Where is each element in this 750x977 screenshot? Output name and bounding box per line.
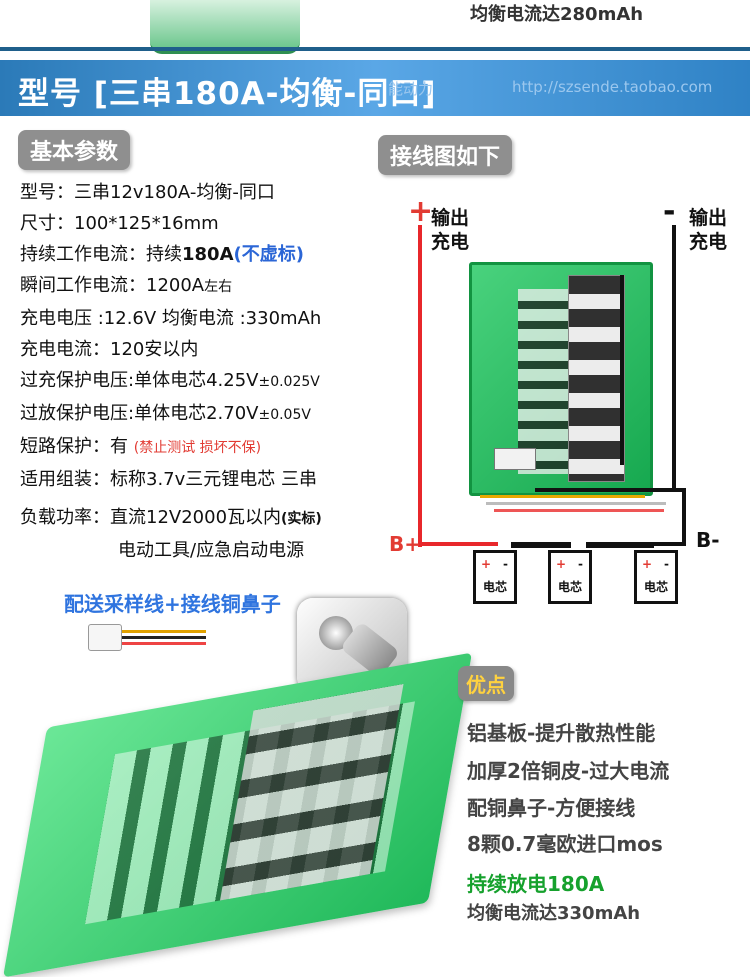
spec-row-overcharge: 过充保护电压:单体电芯4.25V±0.025V (20, 370, 320, 391)
negative-sign: - (663, 194, 676, 229)
cable-connector (88, 624, 122, 651)
top-previous-section (0, 0, 750, 54)
cable-wire-red (122, 642, 206, 645)
cable-wire-yellow (122, 630, 206, 633)
b-minus-wire-down (682, 488, 686, 543)
battery-cell: +-电芯 (634, 550, 678, 604)
advantage-item: 持续放电180A (467, 872, 605, 896)
model-banner (0, 60, 750, 116)
basic-params-title: 基本参数 (18, 130, 131, 170)
spec-row-load-power: 负载功率：直流12V2000瓦以内(实标) (20, 507, 322, 528)
series-link-2 (586, 542, 654, 548)
advantage-item: 配铜鼻子-方便接线 (467, 796, 636, 820)
sample-wire-yellow (480, 495, 645, 498)
spec-row-application-detail: 电动工具/应急启动电源 (118, 540, 305, 561)
spec-row-instant-current: 瞬间工作电流：1200A左右 (20, 275, 233, 296)
balance-connector (494, 448, 536, 470)
top-divider (0, 47, 750, 51)
spec-row-model: 型号：三串12v180A-均衡-同口 (20, 182, 275, 203)
positive-output-wire (418, 225, 422, 547)
sample-cable-image (78, 620, 208, 665)
sample-wire-red (494, 509, 664, 512)
positive-output-label: 输出充电 (431, 207, 470, 253)
cable-wire-black (122, 636, 206, 639)
negative-output-wire (672, 225, 676, 490)
spec-row-overdischarge: 过放保护电压:单体电芯2.70V±0.05V (20, 403, 311, 424)
top-balance-text: 均衡电流达280mAh (470, 4, 644, 25)
accessory-title: 配送采样线+接线铜鼻子 (64, 592, 281, 616)
b-plus-wire (418, 542, 498, 546)
spec-row-size: 尺寸：100*125*16mm (20, 213, 219, 234)
spec-row-short-circuit: 短路保护：有 (禁止测试 损坏不保) (20, 436, 262, 457)
spec-row-charge-voltage: 充电电压 :12.6V 均衡电流 :330mAh (20, 308, 322, 329)
advantage-item: 铝基板-提升散热性能 (467, 721, 656, 745)
bms-photo (2, 652, 473, 977)
negative-output-label: 输出充电 (689, 207, 728, 253)
advantage-item: 加厚2倍铜皮-过大电流 (467, 759, 670, 783)
banner-watermark: 能动力 (388, 80, 434, 98)
b-plus-label: B+ (389, 532, 422, 556)
b-minus-label: B- (696, 528, 720, 552)
wiring-diagram: + 输出充电 - 输出充电 B+ B- +-电芯 +-电芯 +-电芯 (385, 180, 750, 630)
sample-wire-gray (486, 502, 666, 505)
spec-row-application: 适用组装：标称3.7v三元锂电芯 三串 (20, 469, 317, 490)
advantage-item: 8颗0.7毫欧进口mos (467, 832, 663, 856)
negative-main-wire (535, 488, 685, 492)
advantage-item: 均衡电流达330mAh (467, 903, 641, 924)
model-title: 型号 [三串180A-均衡-同口] (18, 76, 437, 112)
spec-row-charge-current: 充电电流：120安以内 (20, 339, 199, 360)
board-internal-black-wire (620, 275, 624, 465)
banner-url[interactable]: http://szsende.taobao.com (512, 78, 713, 96)
advantages-title: 优点 (458, 666, 514, 701)
top-board-image (150, 0, 300, 54)
battery-cell: +-电芯 (473, 550, 517, 604)
mosfet-column (568, 275, 625, 482)
wiring-diagram-title: 接线图如下 (378, 135, 513, 175)
b-minus-wire-left (638, 542, 686, 546)
positive-sign: + (408, 194, 434, 229)
bms-board (469, 262, 653, 496)
series-link-1 (511, 542, 571, 548)
spec-list: 型号：三串12v180A-均衡-同口 尺寸：100*125*16mm 持续工作电… (20, 177, 370, 566)
spec-row-continuous-current: 持续工作电流：持续180A(不虚标) (20, 244, 304, 265)
battery-cell: +-电芯 (548, 550, 592, 604)
